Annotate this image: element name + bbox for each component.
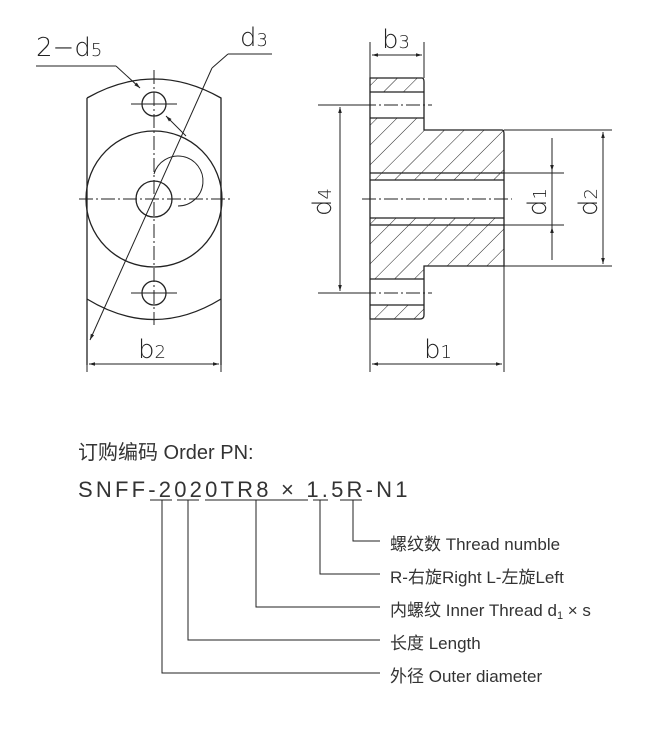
label-d3: d3 <box>240 23 268 53</box>
thread-arc <box>153 155 204 207</box>
label-b2: b2 <box>138 335 166 365</box>
code-inner-thread: TR8 × 1.5 <box>220 477 347 502</box>
code-thread-number: N1 <box>376 477 411 502</box>
label-d2: d2 <box>574 188 604 216</box>
code-direction: R <box>346 477 366 502</box>
code-dash: - <box>365 477 377 502</box>
legend-outer-diameter: 外径 Outer diameter <box>390 667 543 686</box>
label-b1: b1 <box>424 335 452 365</box>
label-d1: d1 <box>523 188 553 216</box>
legend-thread-number: 螺纹数 Thread numble <box>390 535 561 554</box>
legend-inner-thread: 内螺纹 Inner Thread d1 × s <box>390 601 591 622</box>
d5-dimension-line <box>165 115 187 137</box>
section-outline <box>369 77 505 320</box>
label-2-d5: 2−d5 <box>36 33 102 63</box>
code-prefix: SNFF- <box>78 477 159 502</box>
label-d4: d4 <box>308 188 338 216</box>
code-outer-diameter: 20 <box>158 477 190 502</box>
code-leaders <box>150 499 380 674</box>
side-section-view <box>318 42 612 372</box>
order-pn-title: 订购编码 Order PN: <box>78 442 254 464</box>
order-code: SNFF-2020TR8 × 1.5R-N1 <box>78 477 411 503</box>
d3-dimension-line <box>89 67 213 341</box>
code-length: 20 <box>189 477 221 502</box>
legend-direction: R-右旋Right L-左旋Left <box>390 568 564 587</box>
label-b3: b3 <box>382 25 410 55</box>
legend-length: 长度 Length <box>390 634 481 653</box>
front-view <box>36 53 272 372</box>
